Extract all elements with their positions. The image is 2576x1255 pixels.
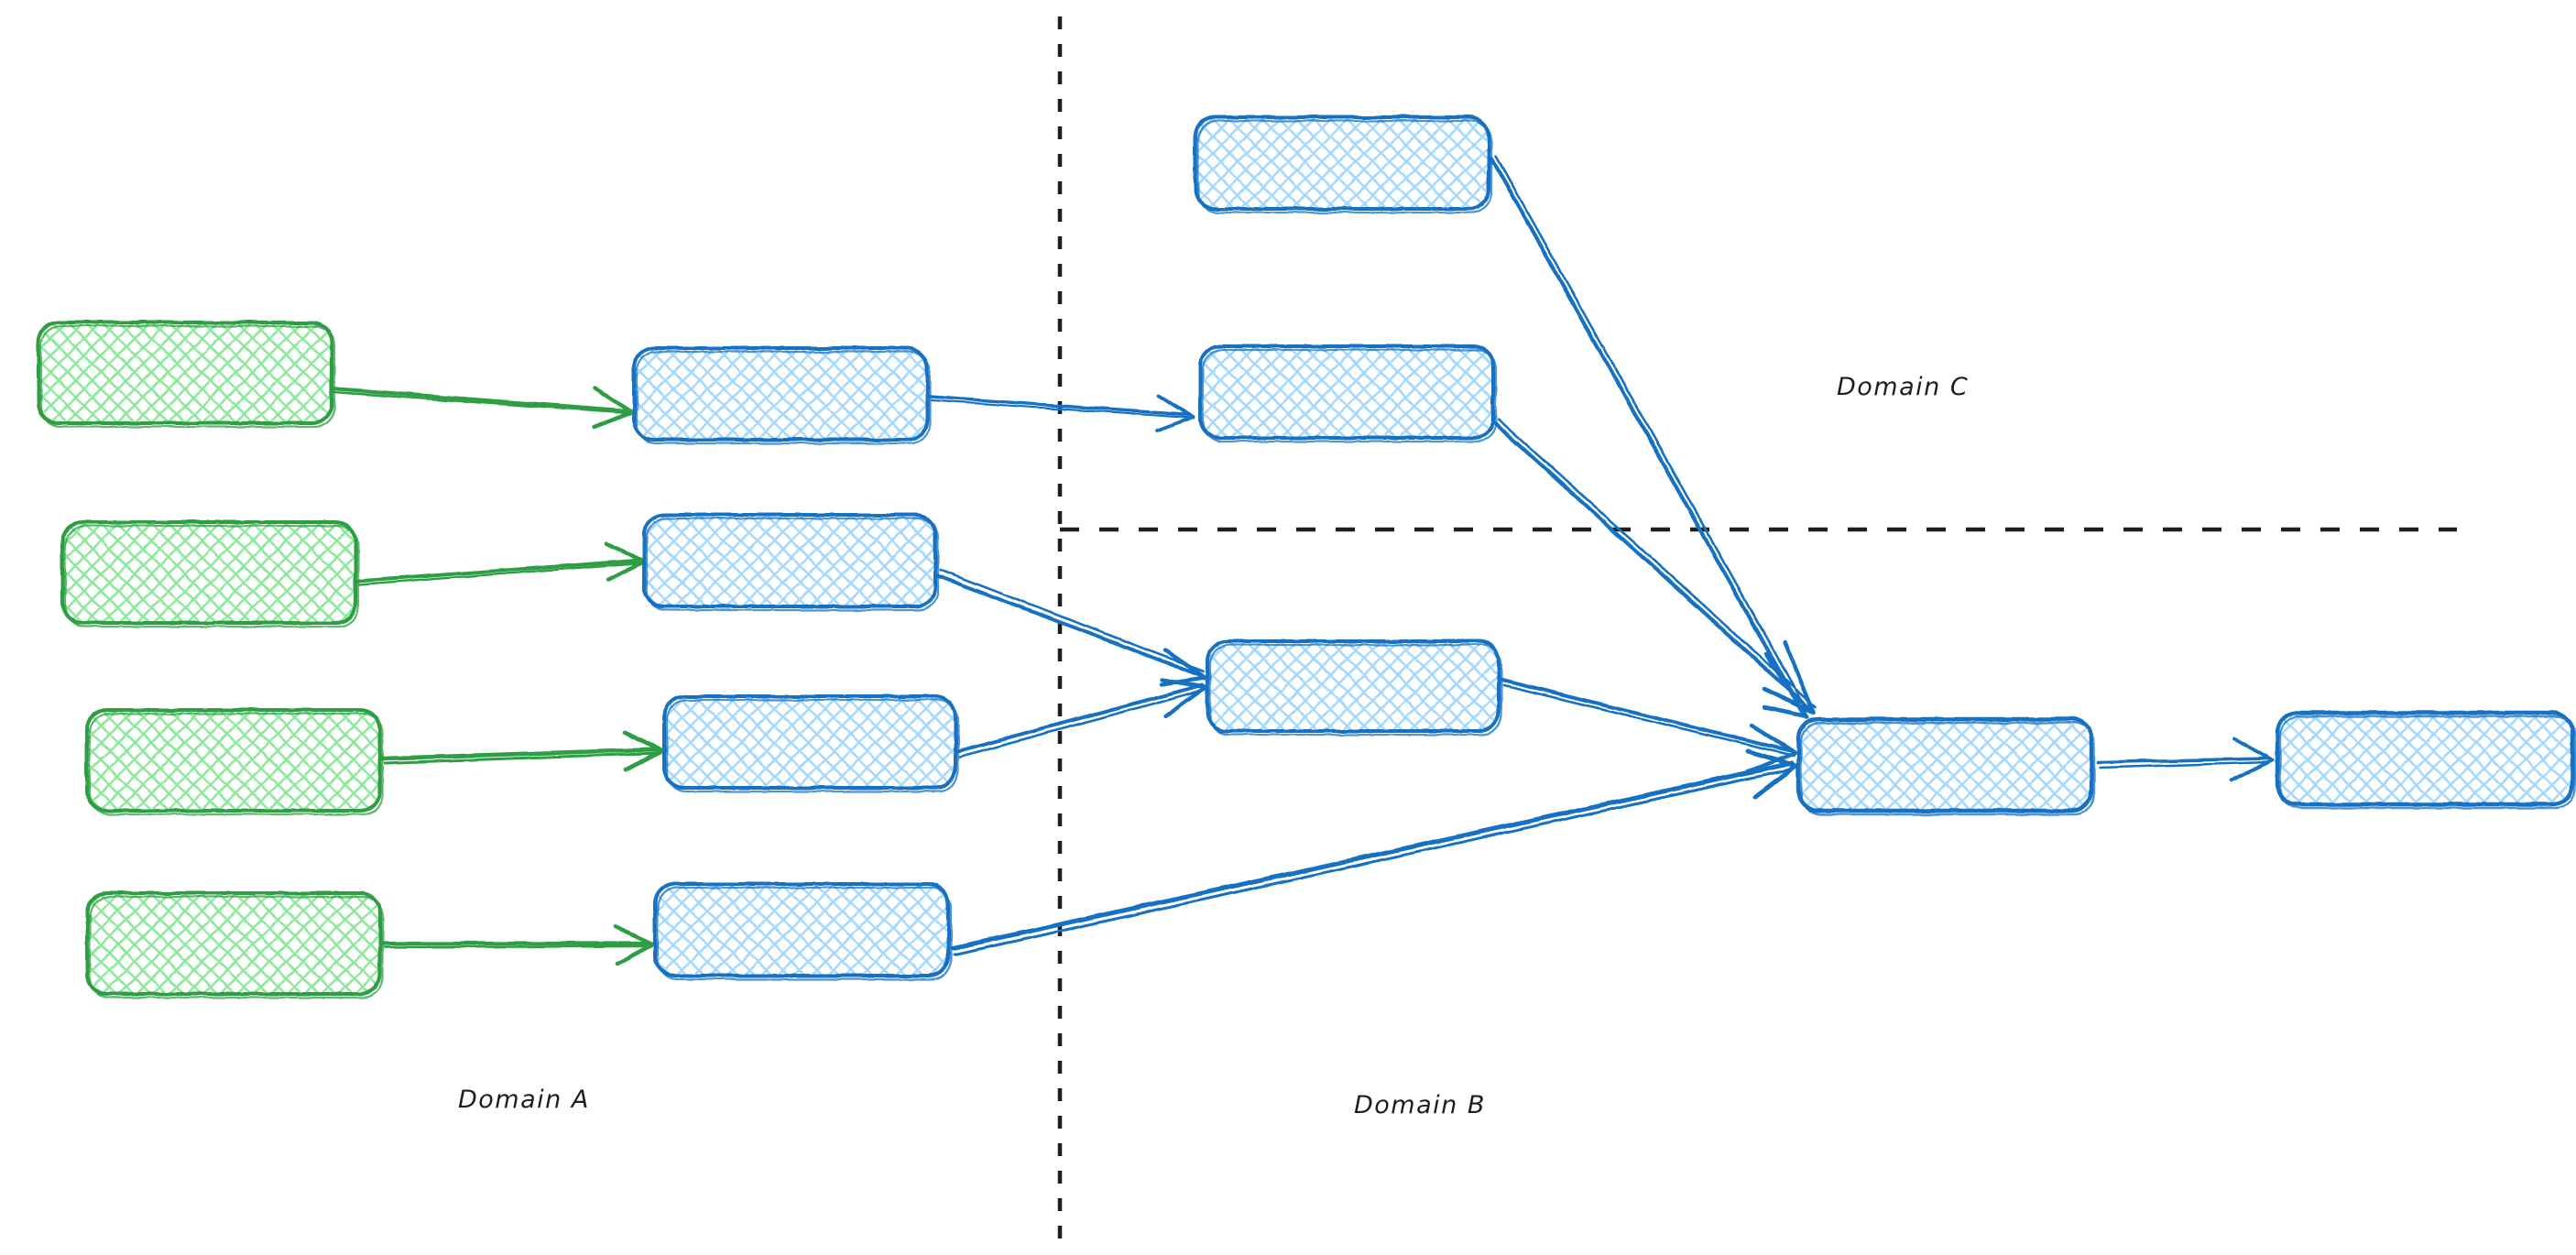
edge-g4-b4 bbox=[380, 924, 656, 966]
green-node-1[interactable] bbox=[37, 321, 336, 429]
edge-b3-b7 bbox=[956, 677, 1208, 758]
nodes-layer bbox=[37, 115, 2576, 999]
domain-c-label: Domain C bbox=[1837, 373, 1970, 401]
blue-node-4[interactable] bbox=[653, 882, 953, 981]
domain-b-label: Domain B bbox=[1354, 1091, 1486, 1119]
blue-node-1[interactable] bbox=[632, 346, 932, 445]
blue-node-8[interactable] bbox=[1796, 716, 2096, 816]
blue-node-6[interactable] bbox=[1198, 344, 1498, 443]
edge-b4-b8 bbox=[950, 748, 1798, 956]
edge-b8-b9 bbox=[2096, 737, 2275, 782]
green-node-3[interactable] bbox=[85, 708, 385, 816]
edge-b1-b6 bbox=[927, 394, 1195, 432]
blue-node-9[interactable] bbox=[2275, 710, 2576, 810]
blue-node-3[interactable] bbox=[662, 694, 960, 793]
green-node-2[interactable] bbox=[60, 520, 360, 628]
blue-node-5[interactable] bbox=[1194, 115, 1493, 214]
edges-layer bbox=[330, 154, 2275, 966]
edge-g1-b1 bbox=[330, 386, 635, 430]
green-node-4[interactable] bbox=[85, 891, 385, 999]
domain-a-label: Domain A bbox=[458, 1086, 590, 1114]
edge-g2-b2 bbox=[355, 541, 647, 586]
blue-node-2[interactable] bbox=[642, 513, 940, 612]
edge-b5-b8 bbox=[1489, 154, 1809, 719]
domain-dividers bbox=[1057, 16, 2457, 1239]
blue-node-7[interactable] bbox=[1206, 639, 1503, 737]
edge-b7-b8 bbox=[1501, 678, 1798, 774]
edge-b6-b8 bbox=[1492, 418, 1817, 715]
edge-b2-b7 bbox=[934, 568, 1208, 687]
edge-g3-b3 bbox=[380, 730, 665, 772]
